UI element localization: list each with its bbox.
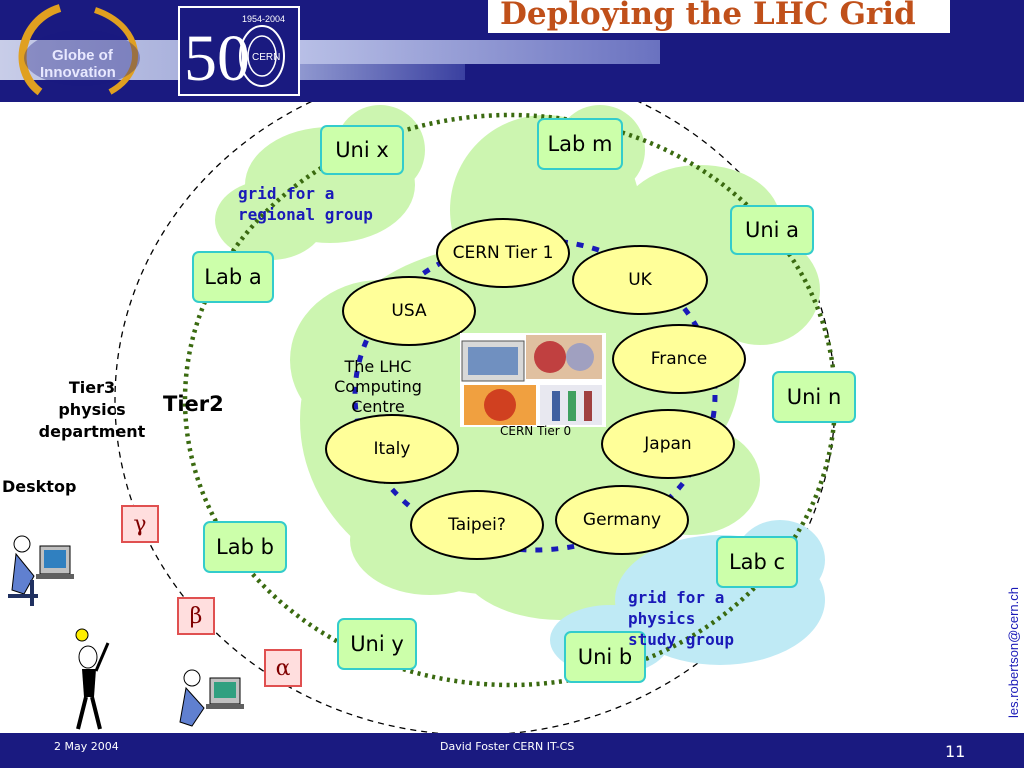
tier1-taipei[interactable]: Taipei?	[410, 490, 544, 560]
physics-note-line2: physics	[628, 609, 696, 628]
tier1-italy[interactable]: Italy	[325, 414, 459, 484]
cern-logo-number: 50	[184, 22, 250, 94]
physics-note-line3: study group	[628, 630, 734, 649]
cern-50-logo: 1954-2004 50 CERN	[178, 6, 300, 96]
tier3-label-line2: physics	[58, 400, 126, 419]
desktop-user-figure-1	[8, 535, 74, 606]
node-uni-b[interactable]: Uni b	[564, 631, 646, 683]
physics-grid-note: grid for a physics study group	[628, 587, 734, 650]
page-title: Deploying the LHC Grid	[500, 0, 916, 32]
tier2-label: Tier2	[163, 392, 224, 416]
tier3-label-line1: Tier3	[68, 378, 116, 397]
tier1-germany[interactable]: Germany	[555, 485, 689, 555]
alpha-box[interactable]: α	[264, 649, 302, 687]
tier1-uk[interactable]: UK	[572, 245, 708, 315]
cern-logo-years: 1954-2004	[242, 14, 285, 24]
globe-of-innovation-logo: Globe of Innovation	[18, 4, 140, 96]
node-uni-x[interactable]: Uni x	[320, 125, 404, 175]
node-lab-m[interactable]: Lab m	[537, 118, 623, 170]
lhc-label-line1: The LHC	[344, 357, 412, 376]
globe-logo-line2: Innovation	[40, 64, 116, 81]
title-box	[488, 0, 950, 33]
regional-note-line1: grid for a	[238, 184, 335, 203]
tier1-usa[interactable]: USA	[342, 276, 476, 346]
lhc-computing-centre-label: The LHC Computing Centre	[328, 357, 428, 417]
tier3-label: Tier3 physics department	[36, 377, 148, 443]
desktop-user-figure-2	[179, 669, 244, 727]
node-lab-c[interactable]: Lab c	[716, 536, 798, 588]
beta-box[interactable]: β	[177, 597, 215, 635]
regional-grid-note: grid for a regional group	[238, 183, 373, 225]
footer-author: David Foster CERN IT-CS	[440, 740, 575, 753]
footer-page-number: 11	[945, 742, 966, 761]
node-lab-b[interactable]: Lab b	[203, 521, 287, 573]
physics-note-line1: grid for a	[628, 588, 725, 607]
tier1-japan[interactable]: Japan	[601, 409, 735, 479]
lhc-label-line2: Computing	[334, 377, 422, 396]
cern-tier0-photo	[460, 333, 606, 427]
tier1-france[interactable]: France	[612, 324, 746, 394]
side-email[interactable]: les.robertson@cern.ch	[1000, 570, 1024, 720]
header-bar: Globe of Innovation 1954-2004 50 CERN De…	[0, 0, 1024, 102]
footer-bar: 2 May 2004 David Foster CERN IT-CS 11	[0, 733, 1024, 768]
node-uni-n[interactable]: Uni n	[772, 371, 856, 423]
tier3-label-line3: department	[38, 422, 146, 441]
regional-note-line2: regional group	[238, 205, 373, 224]
node-uni-y[interactable]: Uni y	[337, 618, 417, 670]
cern-logo-text: CERN	[252, 52, 280, 63]
node-uni-a[interactable]: Uni a	[730, 205, 814, 255]
gamma-box[interactable]: γ	[121, 505, 159, 543]
tier1-cern[interactable]: CERN Tier 1	[436, 218, 570, 288]
cern-tier0-caption: CERN Tier 0	[500, 424, 572, 438]
side-email-text: les.robertson@cern.ch	[1006, 587, 1021, 718]
lhc-label-line3: Centre	[351, 397, 405, 416]
header-stripe-2	[300, 40, 660, 64]
desktop-label: Desktop	[2, 477, 77, 496]
node-lab-a[interactable]: Lab a	[192, 251, 274, 303]
globe-logo-line1: Globe of	[52, 47, 114, 64]
thinking-person-figure	[75, 628, 110, 730]
footer-date: 2 May 2004	[54, 740, 119, 753]
